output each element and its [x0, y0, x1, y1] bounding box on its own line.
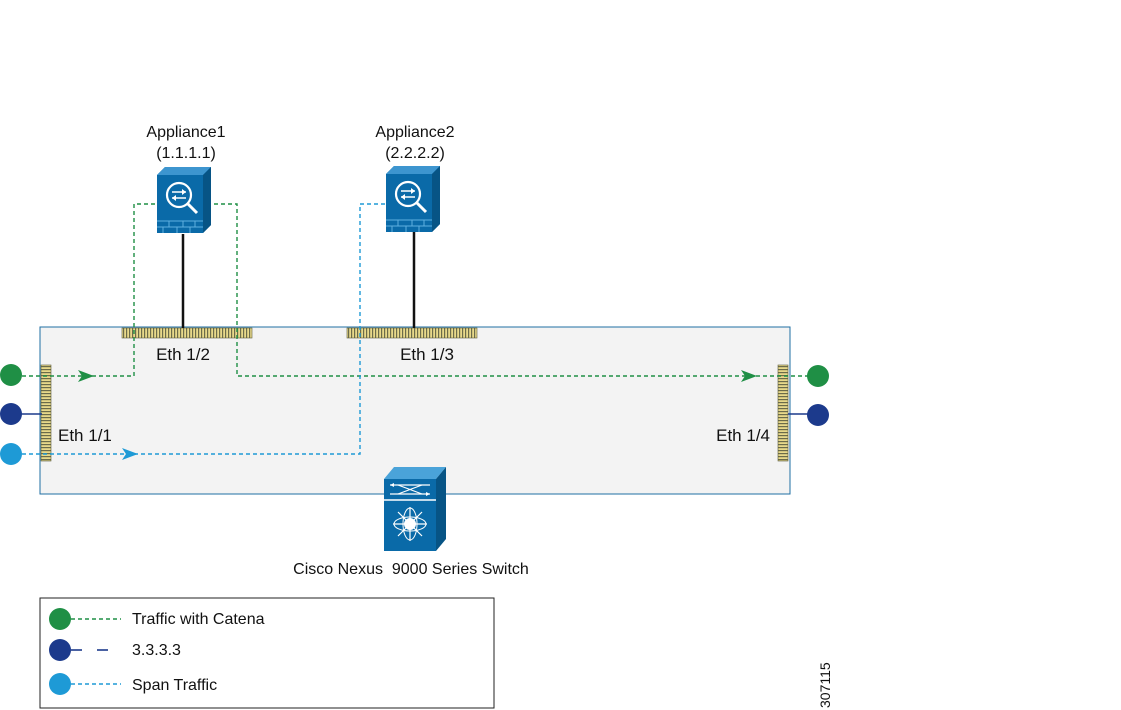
legend-label-catena: Traffic with Catena	[132, 611, 265, 628]
appliance2-icon	[386, 166, 440, 232]
port-label-eth12: Eth 1/2	[156, 345, 210, 364]
green-arrow-1	[78, 370, 94, 382]
port-eth12-strip	[121, 327, 253, 339]
switch-label: Cisco Nexus 9000 Series Switch	[293, 561, 529, 578]
legend-label-span: Span Traffic	[132, 677, 217, 694]
appliance2-name: Appliance2	[375, 124, 454, 141]
port-label-eth11: Eth 1/1	[58, 426, 112, 445]
legend-navy-circle-icon	[49, 639, 71, 661]
port-eth14-strip	[777, 364, 789, 462]
legend-box	[39, 597, 495, 709]
legend-label-ip: 3.3.3.3	[132, 642, 181, 659]
port-eth11-strip	[40, 364, 52, 462]
green-traffic-path	[22, 203, 808, 377]
appliance1-icon	[157, 167, 211, 233]
cyan-endpoint-left	[0, 443, 22, 465]
span-traffic-path	[22, 203, 392, 455]
legend-cyan-circle-icon	[49, 673, 71, 695]
figure-id: 307115	[817, 662, 833, 708]
green-endpoint-right	[807, 365, 829, 387]
port-eth13-strip	[346, 327, 478, 339]
appliance1-ip: (1.1.1.1)	[156, 145, 216, 162]
green-endpoint-left	[0, 364, 22, 386]
switch-chassis	[39, 326, 791, 495]
appliance2-ip: (2.2.2.2)	[385, 145, 445, 162]
navy-endpoint-right	[807, 404, 829, 426]
legend-green-circle-icon	[49, 608, 71, 630]
green-arrow-2	[741, 370, 757, 382]
nexus-switch-icon	[384, 467, 446, 551]
navy-endpoint-left	[0, 403, 22, 425]
port-label-eth14: Eth 1/4	[716, 426, 770, 445]
port-label-eth13: Eth 1/3	[400, 345, 454, 364]
span-arrow	[122, 448, 138, 460]
appliance1-name: Appliance1	[146, 124, 225, 141]
